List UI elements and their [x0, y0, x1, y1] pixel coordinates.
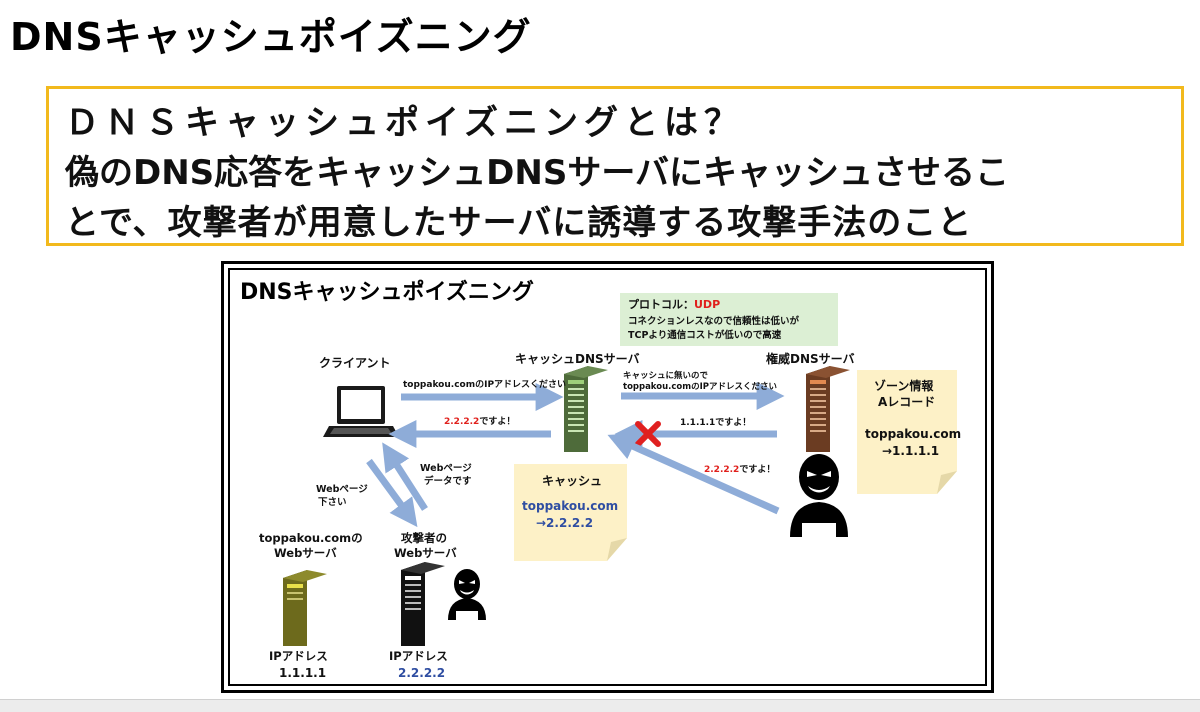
attacker-icon [790, 454, 848, 537]
cache-server-label: キャッシュDNSサーバ [515, 352, 640, 366]
client-label: クライアント [319, 356, 391, 370]
diagram-frame: DNSキャッシュポイズニング プロトコル：UDP コネクションレスなので信頼性は… [221, 261, 994, 693]
msg-attacker-fake: 2.2.2.2ですよ！ [704, 464, 775, 475]
cache-note-line2: →2.2.2.2 [536, 516, 593, 530]
page-title: DNSキャッシュポイズニング [10, 15, 532, 59]
laptop-icon [323, 386, 399, 437]
protocol-note-line2: コネクションレスなので信頼性は低いが [628, 315, 800, 327]
cache-server-icon [564, 366, 608, 452]
attacker-server-label1: 攻撃者の [401, 531, 447, 545]
legit-web-server-icon [283, 570, 327, 646]
attacker-web-server-icon [401, 562, 445, 646]
attacker-server-label2: Webサーバ [394, 546, 457, 560]
web-data-line2: データです [424, 475, 472, 487]
attacker-small-icon [448, 569, 486, 620]
zone-info-line4: →1.1.1.1 [882, 444, 939, 458]
auth-server-icon [806, 366, 850, 452]
auth-server-label: 権威DNSサーバ [766, 351, 855, 366]
zone-info-line1: ゾーン情報 [874, 378, 934, 393]
legit-server-label2: Webサーバ [274, 546, 337, 560]
bottom-scrollbar-area[interactable] [0, 699, 1200, 712]
arrow-attacker-to-cache [607, 433, 780, 515]
protocol-note-line3: TCPより通信コストが低いので高速 [628, 329, 782, 341]
web-data-line1: Webページ [420, 463, 472, 474]
msg-auth-reply: 1.1.1.1ですよ！ [680, 417, 751, 428]
msg-query2-line1: キャッシュに無いので [623, 370, 709, 381]
msg-reply-fake: 2.2.2.2ですよ！ [444, 416, 515, 427]
definition-text-line1: 偽のDNS応答をキャッシュDNSサーバにキャッシュさせるこ [65, 153, 1009, 193]
cache-note-line1: toppakou.com [522, 499, 618, 513]
msg-query1: toppakou.comのIPアドレスください [403, 379, 566, 390]
zone-info-line3: toppakou.com [865, 427, 961, 441]
attacker-ip-label: IPアドレス [389, 649, 448, 663]
definition-text-line2: とで、攻撃者が用意したサーバに誘導する攻撃手法のこと [65, 203, 973, 243]
cross-icon [635, 421, 661, 447]
diagram-inner-border [228, 268, 987, 686]
definition-box: ＤＮＳキャッシュポイズニングとは？ 偽のDNS応答をキャッシュDNSサーバにキャ… [46, 86, 1184, 246]
dns-poisoning-diagram: DNSキャッシュポイズニング プロトコル：UDP コネクションレスなので信頼性は… [240, 279, 961, 680]
diagram-title: DNSキャッシュポイズニング [240, 279, 534, 305]
zone-info-line2: Aレコード [878, 395, 935, 409]
arrow-web-data [382, 442, 428, 511]
web-request-line1: Webページ [316, 484, 368, 495]
cache-note: キャッシュ toppakou.com →2.2.2.2 [514, 464, 627, 561]
legit-ip-label: IPアドレス [269, 649, 328, 663]
cache-note-title: キャッシュ [542, 474, 602, 488]
zone-info-note: ゾーン情報 Aレコード toppakou.com →1.1.1.1 [857, 370, 961, 494]
protocol-note [620, 293, 838, 346]
legit-ip-value: 1.1.1.1 [279, 666, 326, 680]
protocol-label: プロトコル：UDP [628, 297, 720, 311]
web-request-line2: 下さい [318, 497, 347, 508]
attacker-ip-value: 2.2.2.2 [398, 666, 445, 680]
msg-query2-line2: toppakou.comのIPアドレスください [623, 382, 777, 392]
definition-heading: ＤＮＳキャッシュポイズニングとは？ [65, 103, 744, 143]
arrow-web-request [366, 458, 418, 528]
legit-server-label1: toppakou.comの [259, 531, 363, 545]
protocol-value: UDP [694, 298, 720, 311]
